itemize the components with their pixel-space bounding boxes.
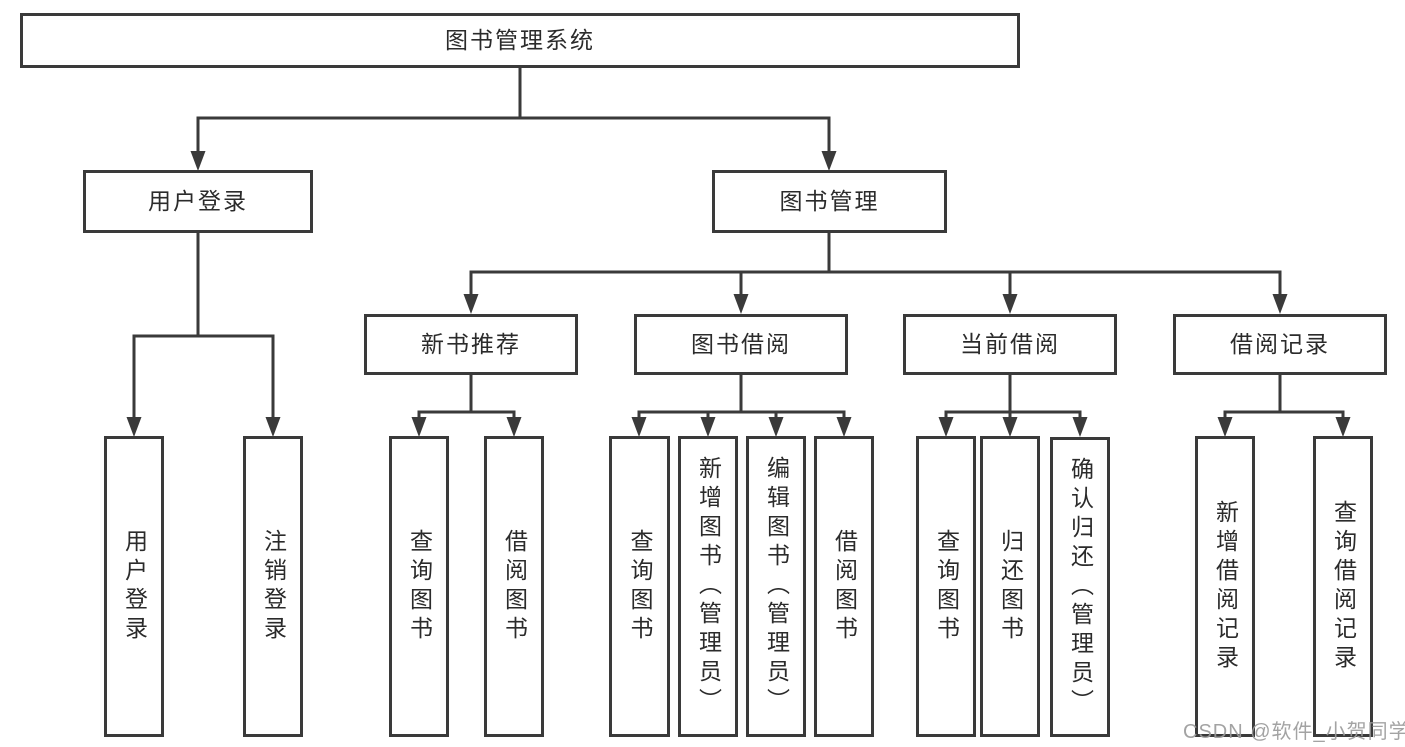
arrowhead [506,417,522,437]
arrowhead [1272,294,1288,314]
leaf-query-borrowing-record: 查询借阅记录 [1313,436,1373,737]
node-label: 编辑图书（管理员） [763,456,790,717]
node-label: 图书管理系统 [445,26,595,53]
arrowhead [190,151,206,171]
leaf-add-books-admin: 新增图书（管理员） [678,436,738,737]
node-label: 图书管理 [779,187,880,214]
connector-borrowing-records-children [1217,375,1351,437]
node-label: 用户登录 [148,187,248,214]
node-book-borrowing: 图书借阅 [634,314,848,375]
arrowhead [463,294,479,314]
node-label: 新书推荐 [421,330,521,357]
connector-current-borrowing-children [938,375,1088,437]
node-label: 归还图书 [997,528,1024,645]
node-label: 查询借阅记录 [1330,499,1357,674]
arrowhead [631,417,647,437]
node-label: 查询图书 [933,528,960,645]
arrowhead [821,151,837,171]
node-label: 注销登录 [260,528,287,645]
node-label: 借阅记录 [1230,330,1330,357]
leaf-edit-books-admin: 编辑图书（管理员） [746,436,806,737]
node-label: 当前借阅 [960,330,1060,357]
node-label: 查询图书 [406,528,433,645]
arrowhead [1217,417,1233,437]
csdn-watermark: CSDN @软件_小贺同学 [1183,721,1405,743]
node-label: 确认归还（管理员） [1067,456,1094,718]
node-label: 查询图书 [627,528,653,645]
node-book-management: 图书管理 [712,170,947,233]
connector-book-management-to-level3 [463,233,1288,314]
arrowhead [1002,294,1018,314]
leaf-logout: 注销登录 [243,436,303,737]
arrowhead [768,417,784,437]
arrowhead [411,417,427,437]
connector-root-to-level2 [190,68,837,171]
arrowhead [938,417,954,437]
node-new-book-recommendation: 新书推荐 [364,314,578,375]
arrowhead [1335,417,1351,437]
leaf-borrow-books-borrowing: 借阅图书 [814,436,874,737]
leaf-user-login: 用户登录 [104,436,164,737]
arrowhead [836,417,852,437]
node-borrowing-records: 借阅记录 [1173,314,1387,375]
leaf-query-books-recommendation: 查询图书 [389,436,449,737]
leaf-confirm-return-admin: 确认归还（管理员） [1050,437,1110,737]
node-label: 借阅图书 [501,528,528,645]
arrowhead [700,417,716,437]
leaf-borrow-books-recommendation: 借阅图书 [484,436,544,737]
connector-new-book-recommendation-children [411,375,522,437]
node-label: 图书借阅 [691,330,791,357]
node-library-management-system: 图书管理系统 [20,13,1020,68]
node-label: 借阅图书 [831,528,858,645]
node-label: 新增借阅记录 [1212,499,1239,674]
node-current-borrowing: 当前借阅 [903,314,1117,375]
node-label: 用户登录 [121,528,148,645]
connector-user-login-children [126,233,281,437]
arrowhead [126,417,142,437]
leaf-query-books-current: 查询图书 [916,436,976,737]
node-user-login: 用户登录 [83,170,313,233]
leaf-add-borrowing-record: 新增借阅记录 [1195,436,1255,737]
arrowhead [733,294,749,314]
connector-book-borrowing-children [631,375,852,437]
node-label: 新增图书（管理员） [695,456,722,717]
leaf-return-books: 归还图书 [980,436,1040,737]
arrowhead [265,417,281,437]
arrowhead [1072,417,1088,437]
leaf-query-books-borrowing: 查询图书 [609,436,670,737]
arrowhead [1002,417,1018,437]
